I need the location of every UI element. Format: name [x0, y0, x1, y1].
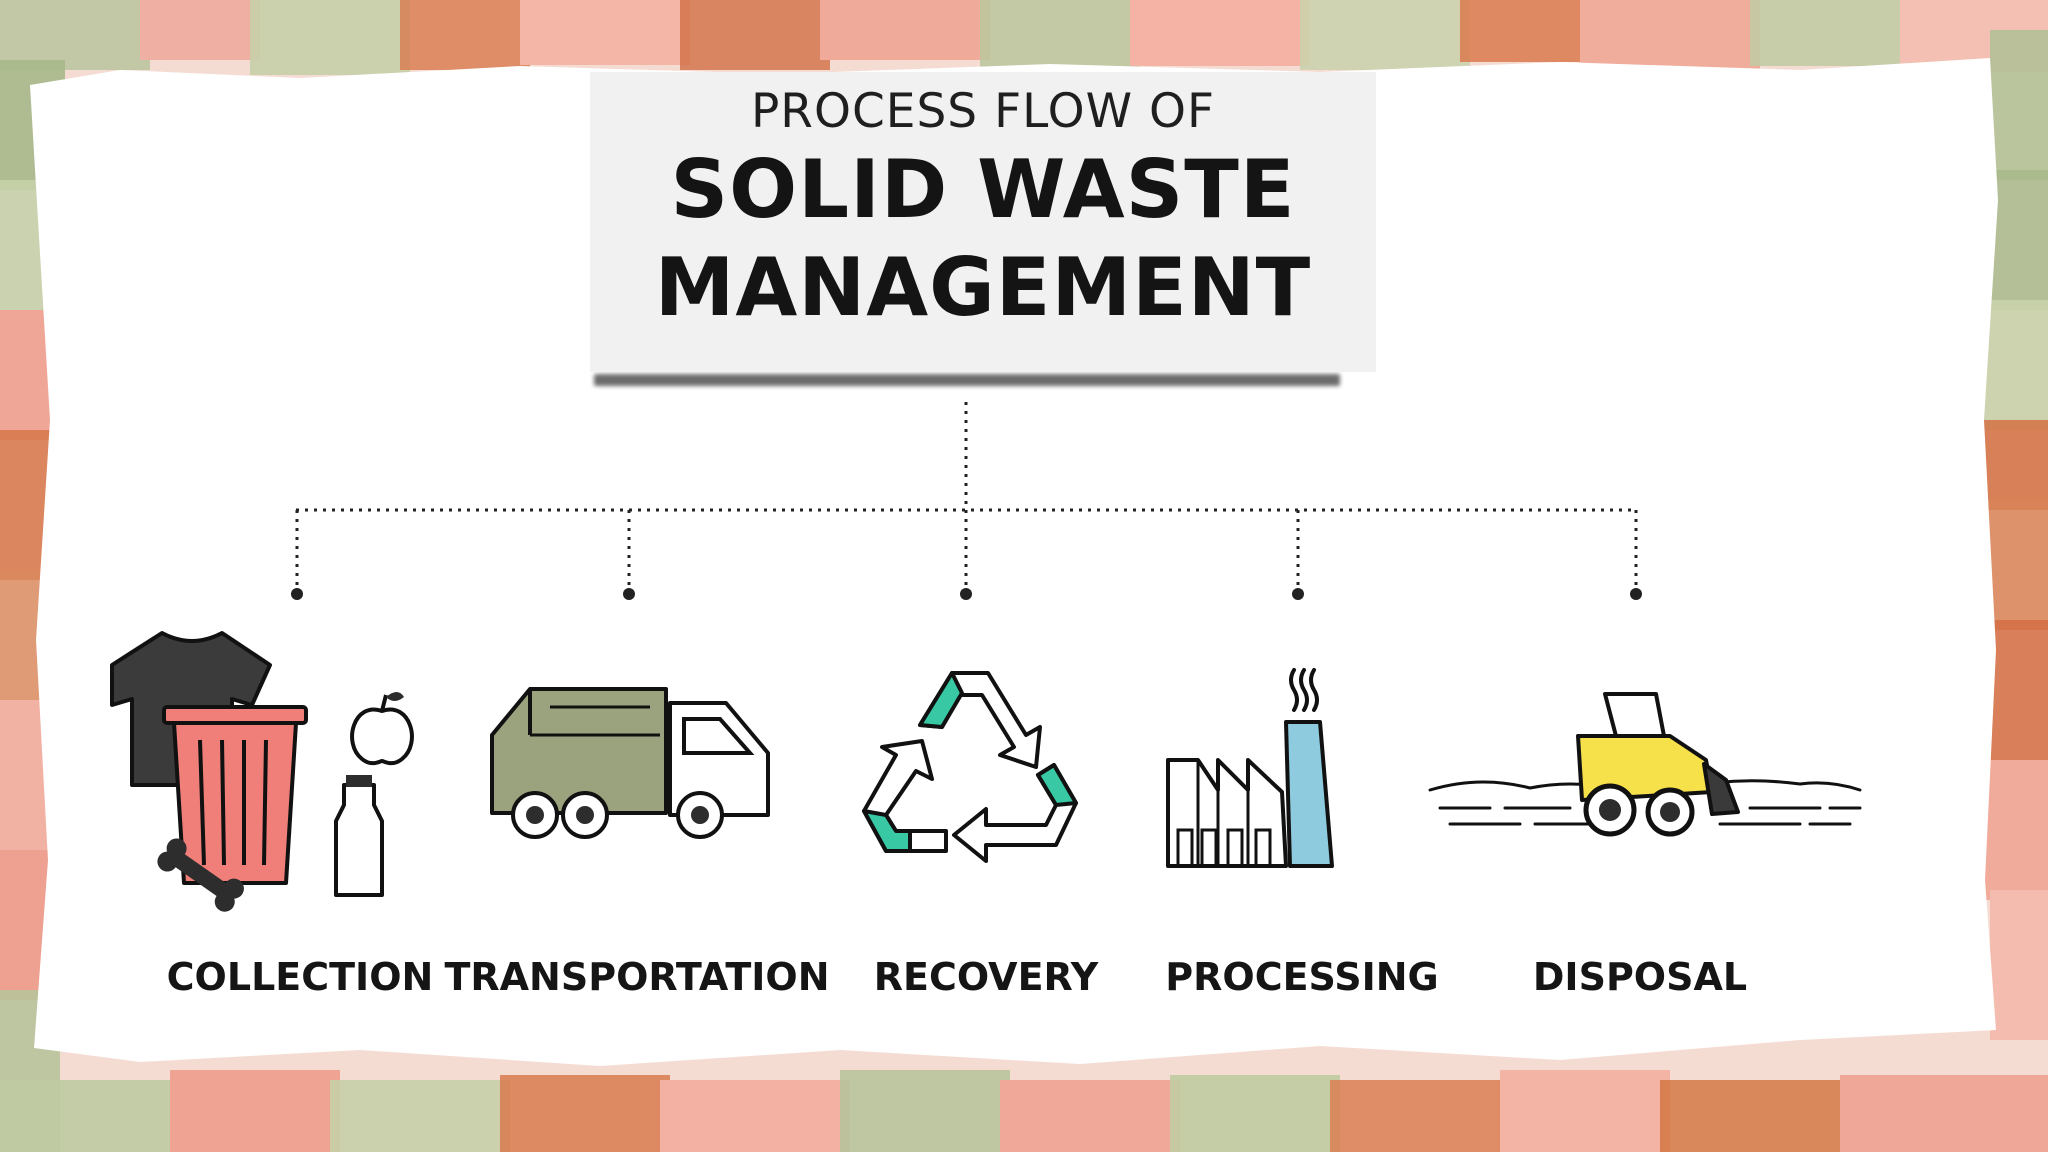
connector-node	[960, 588, 972, 600]
factory-icon	[1158, 668, 1343, 879]
connector-node	[1292, 588, 1304, 600]
step-label-disposal: DISPOSAL	[1532, 955, 1748, 999]
recycle-icon	[850, 657, 1090, 870]
connector-node	[623, 588, 635, 600]
trash-bin-icon	[103, 625, 423, 912]
title-line-2: MANAGEMENT	[654, 241, 1312, 334]
title-prefix: PROCESS FLOW OF	[750, 84, 1216, 139]
connector-node	[291, 588, 303, 600]
step-label-processing: PROCESSING	[1165, 955, 1439, 999]
step-label-recovery: RECOVERY	[873, 955, 1099, 999]
garbage-truck-icon	[483, 680, 779, 839]
connector-node	[1630, 588, 1642, 600]
step-label-collection: COLLECTION	[166, 955, 434, 999]
title-shadow	[594, 374, 1340, 386]
title-line-1: SOLID WASTE	[670, 143, 1296, 236]
title-panel	[590, 72, 1376, 372]
step-label-transportation: TRANSPORTATION	[444, 955, 830, 999]
bulldozer-icon	[1422, 682, 1868, 848]
